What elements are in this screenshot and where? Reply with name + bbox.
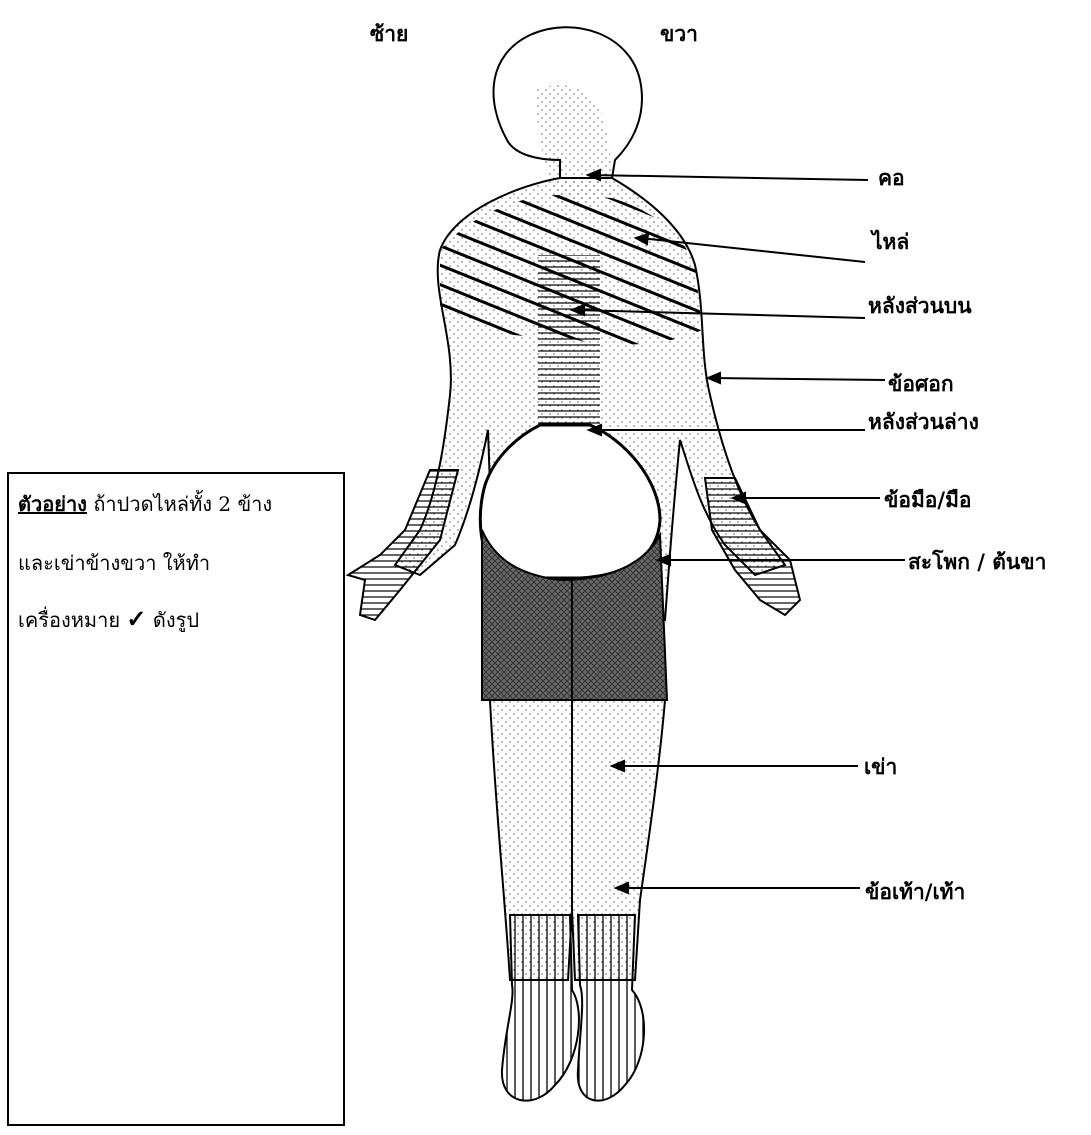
region-label-knee: เข่า (864, 751, 897, 784)
example-line-1-text: ถ้าปวดไหล่ทั้ง 2 ข้าง (93, 492, 272, 516)
left-foot-area (502, 915, 579, 1101)
region-label-hip-thigh: สะโพก / ต้นขา (908, 546, 1046, 579)
right-foot-area (578, 915, 644, 1101)
region-label-upper-back: หลังส่วนบน (868, 290, 972, 323)
left-side-label: ซ้าย (370, 18, 408, 51)
example-line-3-post: ดังรูป (153, 608, 199, 632)
example-title: ตัวอย่าง (18, 492, 87, 516)
region-label-elbow: ข้อศอก (888, 368, 954, 401)
right-side-label: ขวา (660, 18, 698, 51)
region-label-neck: คอ (878, 162, 905, 195)
example-line-1: ตัวอย่าง ถ้าปวดไหล่ทั้ง 2 ข้าง (18, 488, 272, 520)
region-label-ankle-foot: ข้อเท้า/เท้า (865, 876, 965, 909)
upper-back-area (538, 255, 600, 425)
region-label-lower-back: หลังส่วนล่าง (868, 406, 979, 439)
region-label-shoulder: ไหล่ (872, 226, 909, 259)
body-figure (348, 27, 800, 1100)
example-line-3-pre: เครื่องหมาย (18, 608, 120, 632)
example-line-3: เครื่องหมาย ✓ ดังรูป (18, 604, 199, 636)
example-line-2: และเข่าข้างขวา ให้ทำ (18, 547, 210, 579)
example-line-2-text: และเข่าข้างขวา ให้ทำ (18, 551, 210, 575)
check-mark-icon: ✓ (126, 604, 146, 633)
region-label-wrist-hand: ข้อมือ/มือ (884, 484, 972, 517)
